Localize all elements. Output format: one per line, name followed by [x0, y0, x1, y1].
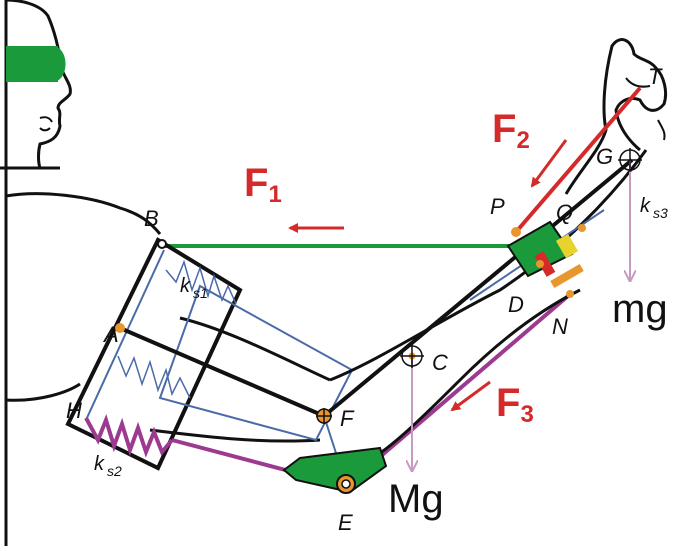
label-ks1-k: k — [180, 275, 191, 297]
thumb-crease — [657, 119, 666, 141]
pivot-Q — [578, 224, 586, 232]
label-Mg: Mg — [388, 477, 444, 521]
label-F: F — [340, 406, 355, 431]
head-profile — [5, 0, 72, 169]
label-F3-main: F — [496, 381, 520, 425]
spring-ks1 — [165, 259, 237, 305]
label-G: G — [596, 144, 613, 169]
eye-band — [6, 46, 58, 82]
forearm-skin-lower — [329, 149, 648, 382]
label-T: T — [648, 64, 663, 89]
label-F1-main: F — [244, 161, 268, 205]
label-ks3-k: k — [640, 195, 651, 217]
cuff-inner-blue — [85, 249, 165, 421]
label-A: A — [102, 322, 119, 347]
arrow-F3 — [450, 380, 491, 412]
forearm-link-FG — [322, 158, 634, 418]
hand-outline — [564, 38, 668, 195]
spring-lower-blue — [117, 355, 191, 399]
pivot-P — [511, 227, 521, 237]
label-P: P — [490, 194, 505, 219]
spring-ks2 — [84, 413, 174, 458]
elbow-plate — [282, 446, 388, 494]
pivot-D — [536, 260, 544, 268]
label-F1: F1 — [244, 161, 282, 208]
upper-arm-skin — [179, 316, 331, 382]
pivot-A — [115, 323, 125, 333]
label-D: D — [508, 292, 524, 317]
wrist-block-yellow — [555, 233, 579, 259]
label-B: B — [144, 206, 159, 231]
label-Q: Q — [556, 200, 573, 225]
label-F3: F3 — [496, 381, 534, 428]
label-F2-main: F — [492, 107, 516, 151]
label-ks2-k: k — [94, 453, 105, 475]
humerus-link-AF — [119, 326, 325, 418]
upper-arm-lower-skin — [149, 428, 321, 443]
label-ks3-sub: s3 — [653, 205, 668, 221]
label-ks1-sub: s1 — [193, 285, 208, 301]
wrist-block-red — [534, 251, 556, 277]
arrow-F2 — [530, 139, 568, 188]
upper-arm-cuff — [65, 237, 243, 471]
pivot-N — [566, 290, 574, 298]
eye-band-tip — [52, 46, 66, 82]
spring-housing — [158, 284, 354, 442]
label-H: H — [66, 398, 82, 423]
wrist-block-orange — [550, 264, 584, 288]
pivot-E-inner — [341, 479, 351, 489]
label-F1-sub: 1 — [268, 181, 281, 208]
label-mg: mg — [612, 287, 668, 331]
mouth-line — [39, 116, 53, 123]
shoulder-outline — [5, 192, 162, 235]
label-C: C — [432, 350, 448, 375]
cable-red-PT — [514, 86, 642, 234]
label-F2-sub: 2 — [516, 127, 529, 154]
label-E: E — [338, 510, 353, 535]
label-F3-sub: 3 — [520, 401, 533, 428]
armpit-outline — [5, 382, 81, 402]
label-N: N — [552, 314, 568, 339]
pivot-B — [157, 239, 167, 249]
label-ks2-sub: s2 — [107, 463, 122, 479]
chin-line — [39, 127, 51, 132]
hand-knuckles — [625, 77, 651, 88]
label-F2: F2 — [492, 107, 530, 154]
